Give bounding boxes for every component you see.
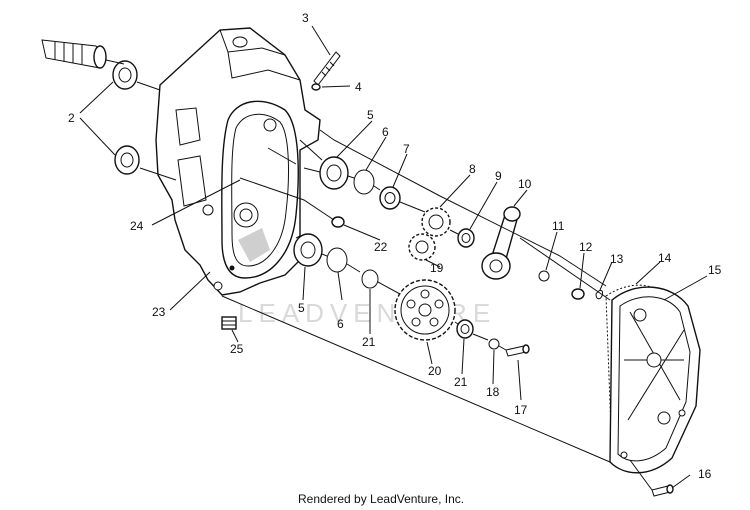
input-shaft <box>41 39 107 69</box>
snap-ring-lower <box>326 247 348 273</box>
bolt-3 <box>313 51 341 86</box>
washer-11 <box>538 270 550 282</box>
callout-11: 11 <box>552 219 565 233</box>
callout-25: 25 <box>230 342 244 356</box>
washer-9 <box>457 228 475 248</box>
callout-5: 5 <box>367 108 374 122</box>
callout-3: 3 <box>302 11 309 25</box>
ring-21-right <box>456 319 474 339</box>
callout-12: 12 <box>579 240 593 254</box>
assembly-lines <box>105 59 653 491</box>
callout-18: 18 <box>486 385 500 399</box>
leader-lines <box>79 25 708 489</box>
sprocket-lower <box>408 233 436 261</box>
chaincase-cover <box>609 286 701 474</box>
washer-18 <box>488 338 500 350</box>
callout-2: 2 <box>68 111 75 125</box>
callout-9: 9 <box>495 169 502 183</box>
callout-4: 4 <box>355 80 362 94</box>
callout-13: 13 <box>610 252 624 266</box>
callout-21: 21 <box>454 375 468 389</box>
callout-17: 17 <box>514 403 528 417</box>
footer-credit: Rendered by LeadVenture, Inc. <box>298 492 464 506</box>
seal-upper <box>112 60 138 90</box>
nut-4 <box>311 83 321 91</box>
nut-22 <box>331 216 345 228</box>
callout-21-left: 21 <box>362 335 376 349</box>
callout-14: 14 <box>658 251 672 265</box>
clip-13 <box>595 289 603 300</box>
snap-ring-upper <box>353 169 375 195</box>
bolt-16 <box>651 484 674 497</box>
bearing-upper <box>319 156 349 190</box>
plug-25 <box>221 316 237 330</box>
callout-5-lower: 5 <box>298 301 305 315</box>
callout-8: 8 <box>469 162 476 176</box>
callout-22: 22 <box>374 240 388 254</box>
callout-15: 15 <box>708 263 722 277</box>
callout-16: 16 <box>698 467 712 481</box>
tensioner-arm <box>481 206 521 280</box>
callout-24: 24 <box>130 219 144 233</box>
callout-23: 23 <box>152 305 166 319</box>
nut-12 <box>571 288 585 300</box>
callout-19: 19 <box>430 261 444 275</box>
sprocket-upper <box>421 207 451 237</box>
callout-10: 10 <box>518 177 532 191</box>
callout-6: 6 <box>382 125 389 139</box>
gearcase-housing <box>155 27 321 296</box>
callout-20: 20 <box>428 364 442 378</box>
bolt-17 <box>505 344 530 357</box>
bearing-lower <box>293 233 323 267</box>
callout-6-lower: 6 <box>337 317 344 331</box>
ring-21-left <box>361 269 379 289</box>
seal-lower <box>114 145 140 175</box>
spacer-7 <box>379 186 401 210</box>
large-sprocket <box>394 279 456 341</box>
callout-7: 7 <box>403 142 410 156</box>
